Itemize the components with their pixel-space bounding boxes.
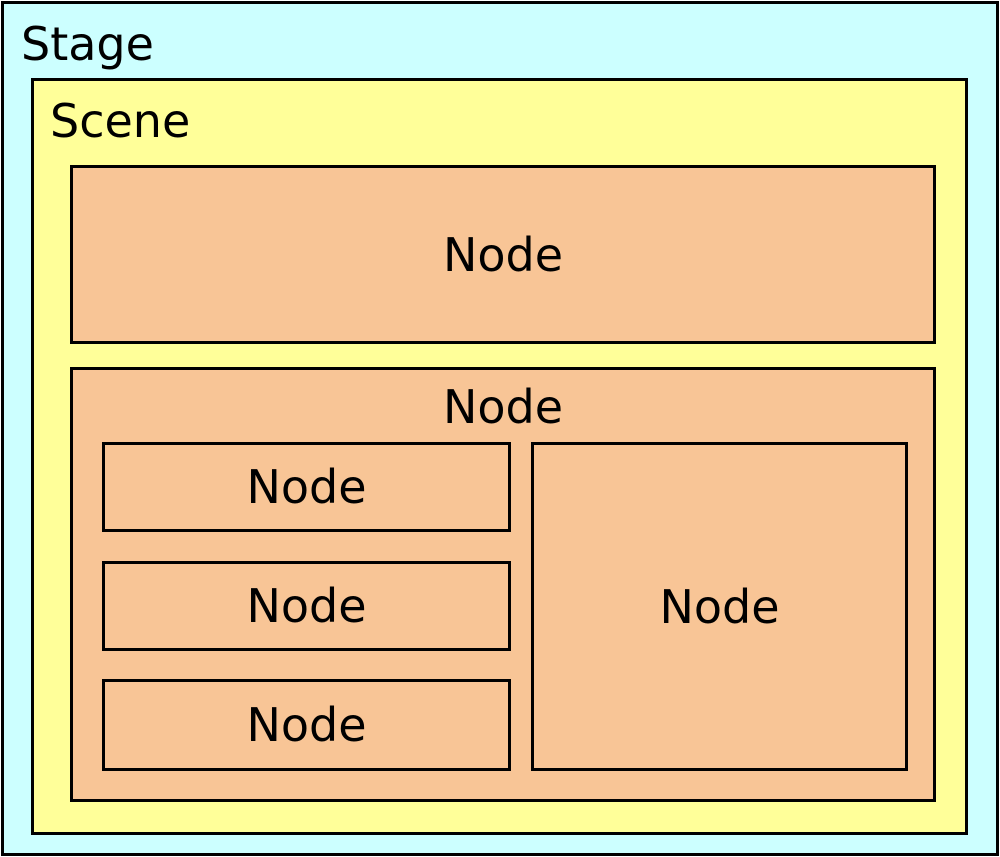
stage-label: Stage xyxy=(21,17,154,71)
scene-label: Scene xyxy=(50,94,191,148)
node-child-1: Node xyxy=(102,442,511,532)
node-child-2-label: Node xyxy=(246,579,367,633)
node-container-label: Node xyxy=(442,380,564,434)
node-child-right-label: Node xyxy=(659,579,780,634)
node-child-right: Node xyxy=(531,442,908,771)
node-child-1-label: Node xyxy=(246,460,367,514)
node-top-label: Node xyxy=(442,227,564,282)
node-top: Node xyxy=(70,165,936,344)
node-child-3: Node xyxy=(102,679,511,771)
node-child-3-label: Node xyxy=(246,698,367,752)
node-child-2: Node xyxy=(102,561,511,651)
